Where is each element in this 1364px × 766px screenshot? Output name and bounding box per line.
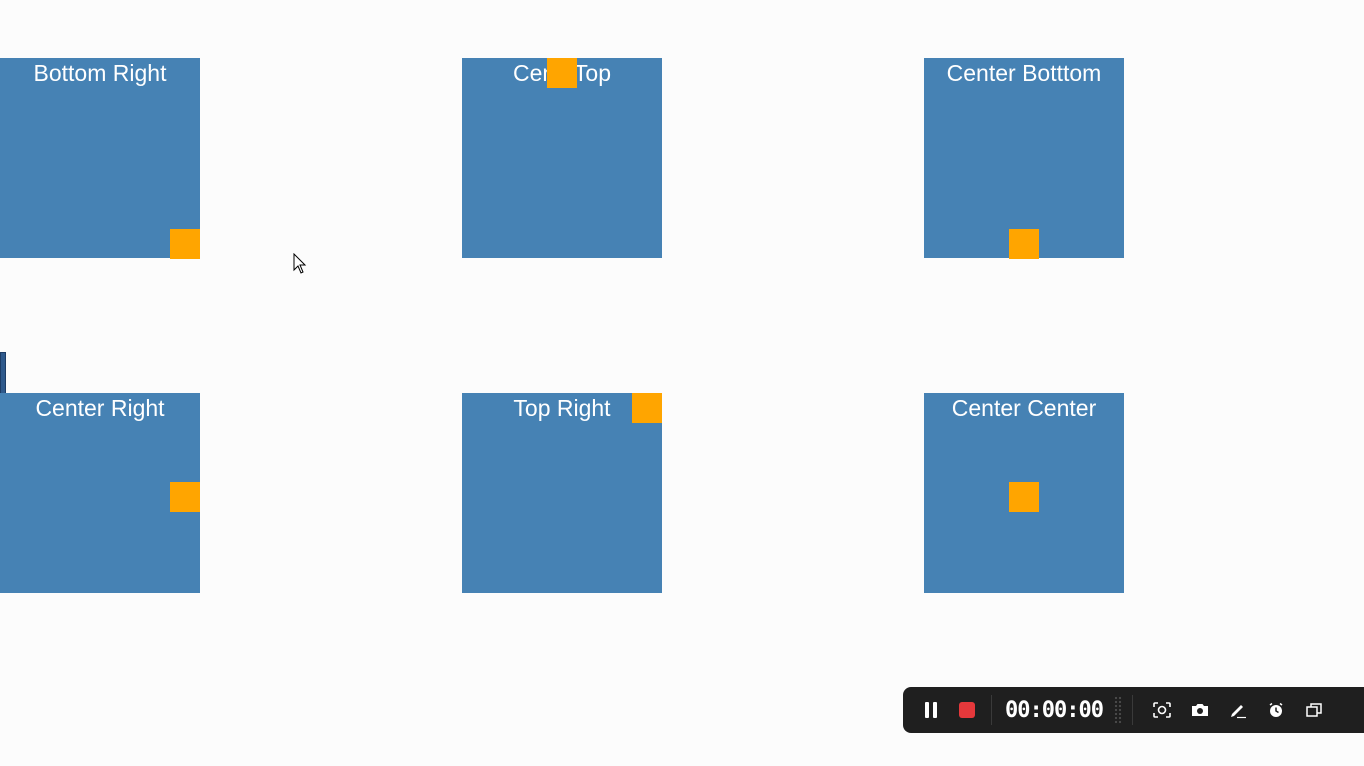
box-label: Center Center <box>951 395 1097 421</box>
annotate-button[interactable] <box>1224 696 1252 724</box>
mouse-cursor-icon <box>293 253 307 274</box>
stop-icon <box>959 702 975 718</box>
divider <box>991 695 992 725</box>
marker-square <box>632 393 662 423</box>
schedule-button[interactable] <box>1262 696 1290 724</box>
marker-square <box>170 229 200 259</box>
marker-square <box>170 482 200 512</box>
drag-handle[interactable] <box>1114 696 1122 724</box>
box-label: Center Botttom <box>946 60 1102 86</box>
box-label: Top Right <box>513 395 611 421</box>
window-mode-button[interactable] <box>1300 696 1328 724</box>
region-capture-button[interactable] <box>1148 696 1176 724</box>
pause-button[interactable] <box>917 696 945 724</box>
box-center-right: Center Right <box>0 393 200 593</box>
box-label: Center Right <box>35 395 165 421</box>
stop-button[interactable] <box>953 696 981 724</box>
marker-square <box>1009 229 1039 259</box>
marker-square <box>547 58 577 88</box>
region-capture-icon <box>1153 702 1171 718</box>
pause-icon <box>925 702 937 718</box>
divider <box>1132 695 1133 725</box>
box-center-top: Cen Top <box>462 58 662 258</box>
box-label: Bottom Right <box>33 60 167 86</box>
camera-icon <box>1192 704 1208 716</box>
screen-recorder-toolbar: 00:00:00 <box>903 687 1364 733</box>
marker-square <box>1009 482 1039 512</box>
screenshot-button[interactable] <box>1186 696 1214 724</box>
pen-icon <box>1231 705 1246 719</box>
box-center-bottom: Center Botttom <box>924 58 1124 259</box>
timer-icon <box>1269 702 1283 717</box>
recording-timer: 00:00:00 <box>1005 697 1104 723</box>
box-top-right: Top Right <box>462 393 662 593</box>
window-icon <box>1306 703 1322 717</box>
box-bottom-right: Bottom Right <box>0 58 200 259</box>
box-center-center: Center Center <box>924 393 1124 593</box>
